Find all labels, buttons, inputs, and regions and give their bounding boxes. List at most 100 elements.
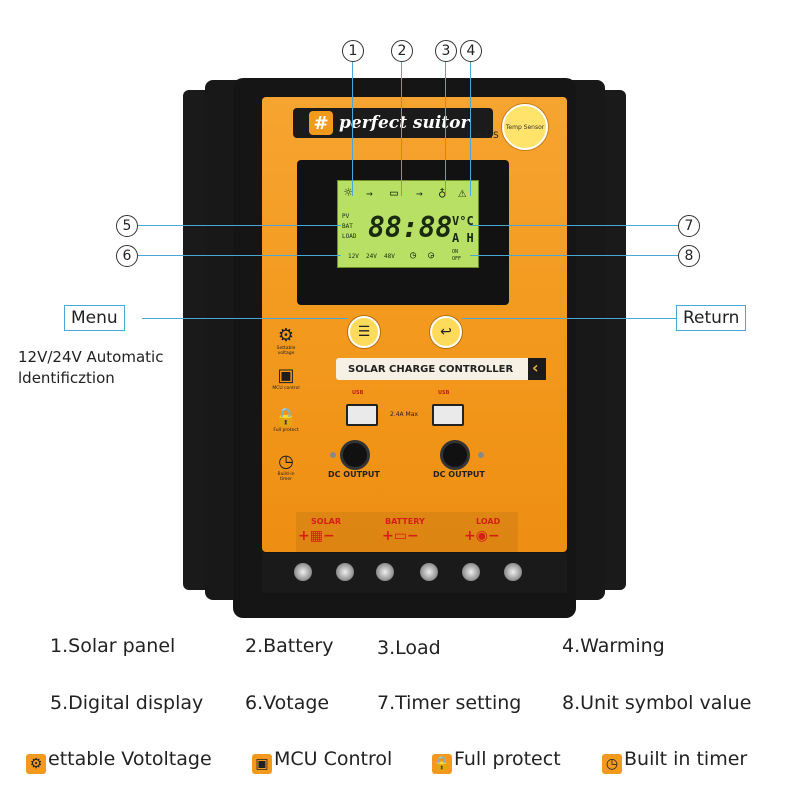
mcu-control-feature: ▣ MCU control xyxy=(272,365,300,392)
screw-1[interactable] xyxy=(294,563,312,581)
dc-output-left-label: DC OUTPUT xyxy=(328,470,380,479)
legend-digital-display: 5.Digital display xyxy=(50,692,204,714)
lcd-display: ☼ → ▭ → ♁ ⚠ PV BAT LOAD 88:88 V°C A H 12… xyxy=(337,180,479,268)
controller-title: SOLAR CHARGE CONTROLLER xyxy=(348,363,514,375)
legend-full-protect-text: Full protect xyxy=(454,748,561,770)
dc-jack-left[interactable] xyxy=(340,440,370,470)
callout-2: 2 xyxy=(391,40,413,62)
lcd-off: OFF xyxy=(452,256,462,262)
auto-identification-line-2: ldentificztion xyxy=(18,369,115,387)
usb-label-right: USB xyxy=(438,390,450,396)
build-in-timer-feature: ◷ Build-in timer xyxy=(272,451,300,483)
callout-line-3 xyxy=(445,58,446,196)
lcd-voltage-48: 48V xyxy=(384,253,395,260)
gear-icon: ⚙ xyxy=(26,754,46,774)
auto-identification-line-1: 12V/24V Automatic xyxy=(18,348,164,366)
callout-line-7 xyxy=(470,225,678,226)
lcd-load-label: LOAD xyxy=(342,233,357,240)
callout-6: 6 xyxy=(116,245,138,267)
screw-5[interactable] xyxy=(462,563,480,581)
screw-3[interactable] xyxy=(376,563,394,581)
clock-icon: ◷ xyxy=(602,754,622,774)
legend-solar-panel: 1.Solar panel xyxy=(50,635,176,657)
terminal-screws xyxy=(262,553,567,593)
mcu-control-label: MCU control xyxy=(272,386,300,391)
return-callout-line xyxy=(462,318,676,319)
usb-port-right[interactable] xyxy=(432,404,464,426)
screw-4[interactable] xyxy=(420,563,438,581)
battery-terminal-label: BATTERY xyxy=(385,517,425,526)
settable-voltage-label: Settable voltage xyxy=(276,346,296,356)
callout-3: 3 xyxy=(435,40,457,62)
menu-callout-label: Menu xyxy=(64,305,125,331)
auto-identification-note: 12V/24V Automatic ldentificztion xyxy=(18,347,163,389)
arrow-right-icon-2: → xyxy=(416,187,423,200)
legend-warming: 4.Warming xyxy=(562,635,665,657)
settable-voltage-feature: ⚙ Settable voltage xyxy=(272,325,300,357)
battery-icon: ▭ xyxy=(390,186,398,201)
dc-output-right-label: DC OUTPUT xyxy=(433,470,485,479)
indicator-led-left xyxy=(330,452,336,458)
clock-icon: ◷ xyxy=(278,451,294,472)
return-callout-label: Return xyxy=(676,305,747,331)
callout-1: 1 xyxy=(342,40,364,62)
terminal-bar-shade xyxy=(296,512,518,552)
solar-panel-icon: +▦− xyxy=(298,528,335,544)
legend-full-protect: 🔒Full protect xyxy=(432,748,561,774)
solar-terminal-label: SOLAR xyxy=(311,517,342,526)
bulb-icon: ♁ xyxy=(438,185,447,201)
lcd-unit-bottom: A H xyxy=(452,231,474,245)
lcd-pv-label: PV xyxy=(342,213,350,220)
load-symbol-icon: +◉− xyxy=(464,528,500,544)
lock-icon: 🔒 xyxy=(274,407,298,428)
callout-line-4 xyxy=(470,58,471,196)
warning-icon: ⚠ xyxy=(458,185,467,201)
full-protect-label: Full protect xyxy=(273,428,299,433)
full-protect-feature: 🔒 Full protect xyxy=(272,407,300,434)
usb-port-left[interactable] xyxy=(346,404,378,426)
chevron-icon: ‹ xyxy=(528,358,546,380)
legend-timer-setting: 7.Timer setting xyxy=(377,692,522,714)
menu-callout-line xyxy=(142,318,348,319)
lcd-voltage-24: 24V xyxy=(366,253,377,260)
legend-mcu-control-text: MCU Control xyxy=(274,748,393,770)
timer-icon: ◷ xyxy=(410,250,417,261)
callout-line-2 xyxy=(401,58,402,196)
menu-button[interactable]: ☰ xyxy=(348,316,380,348)
screw-2[interactable] xyxy=(336,563,354,581)
timer-icon-2: ◶ xyxy=(428,250,435,261)
chip-icon: ▣ xyxy=(252,754,272,774)
legend-unit-symbol-value: 8.Unit symbol value xyxy=(562,692,752,714)
build-in-timer-label: Build-in timer xyxy=(277,472,295,482)
callout-line-8 xyxy=(470,255,678,256)
legend-load: 3.Load xyxy=(377,637,441,659)
legend-settable-voltage: ⚙ettable Votoltage xyxy=(26,748,212,774)
brand-bar: # perfect suitor xyxy=(293,108,493,138)
gear-icon: ⚙ xyxy=(277,325,295,346)
battery-symbol-icon: +▭− xyxy=(382,528,419,544)
callout-line-5 xyxy=(136,225,341,226)
legend-built-in-timer: ◷Built in timer xyxy=(602,748,747,774)
callout-7: 7 xyxy=(678,215,700,237)
legend-built-in-timer-text: Built in timer xyxy=(624,748,748,770)
legend-votage: 6.Votage xyxy=(245,692,330,714)
legend-battery: 2.Battery xyxy=(245,635,334,657)
usb-label-left: USB xyxy=(352,390,364,396)
solar-icon: ☼ xyxy=(344,185,353,201)
usb-max-current: 2.4A Max xyxy=(390,411,418,418)
lcd-voltage-12: 12V xyxy=(348,253,359,260)
chip-icon: ▣ xyxy=(277,365,295,386)
screw-6[interactable] xyxy=(504,563,522,581)
load-terminal-label: LOAD xyxy=(476,517,501,526)
legend-settable-voltage-text: ettable Votoltage xyxy=(48,748,212,770)
temp-sensor: Temp Sensor xyxy=(502,104,548,150)
dc-jack-right[interactable] xyxy=(440,440,470,470)
arrow-right-icon: → xyxy=(366,187,373,200)
return-button[interactable]: ↩ xyxy=(430,316,462,348)
callout-line-6 xyxy=(136,255,341,256)
lcd-unit-top: V°C xyxy=(452,214,474,228)
lock-icon: 🔒 xyxy=(432,754,452,774)
callout-4: 4 xyxy=(460,40,482,62)
menu-icon: ☰ xyxy=(357,324,371,340)
callout-8: 8 xyxy=(678,245,700,267)
